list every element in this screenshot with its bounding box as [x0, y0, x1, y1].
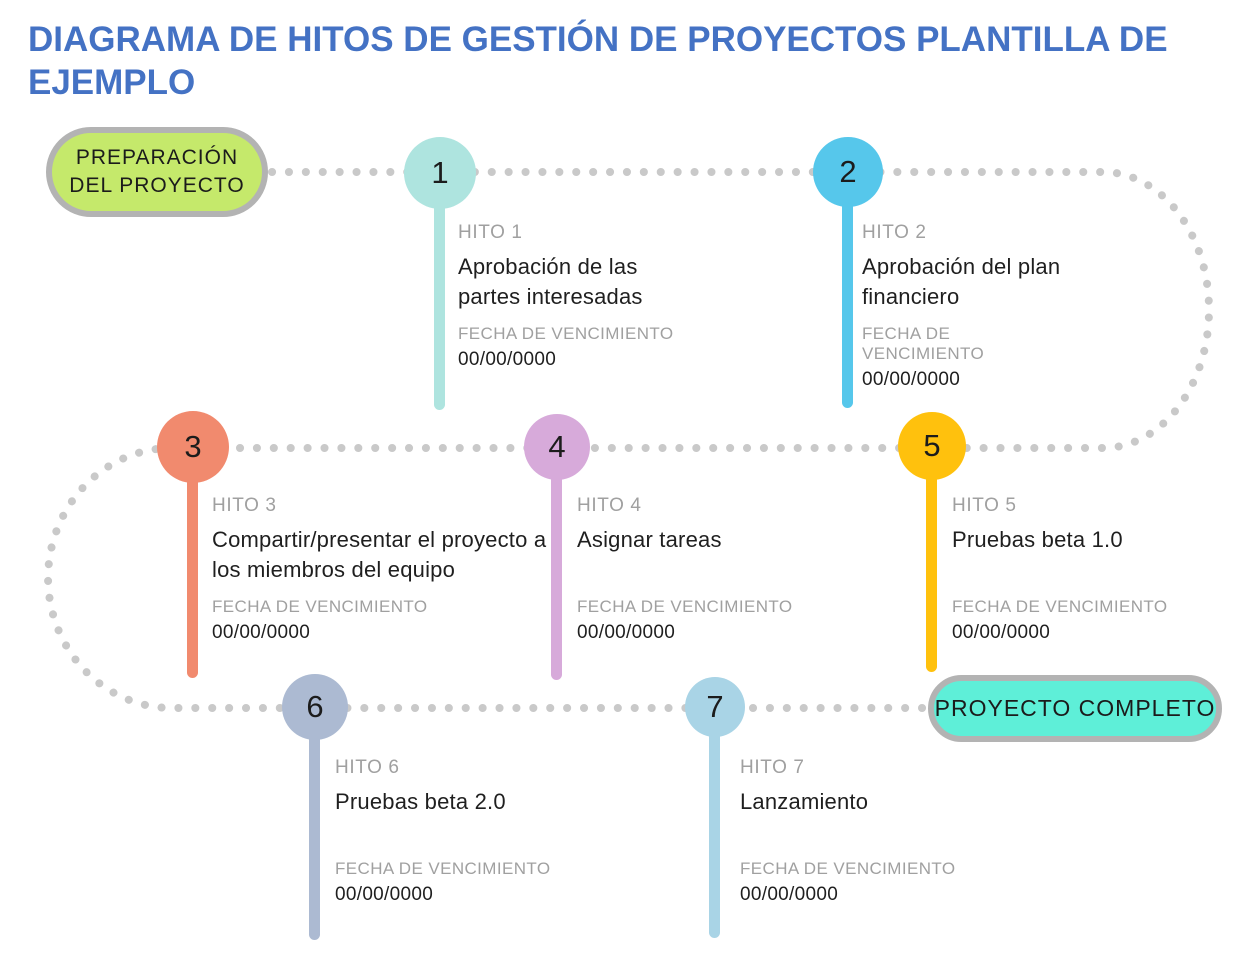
milestone-7-due-label: FECHA DE VENCIMIENTO	[740, 859, 956, 878]
milestone-7-due-date: 00/00/0000	[740, 884, 839, 905]
milestone-2-due-date: 00/00/0000	[862, 369, 961, 390]
milestone-7-description: Lanzamiento	[740, 789, 869, 814]
milestone-3-label: HITO 3	[212, 495, 277, 516]
milestone-1-due-label: FECHA DE VENCIMIENTO	[458, 324, 674, 343]
milestone-5-number: 5	[923, 428, 941, 463]
milestone-2-text: HITO 2 Aprobación del plan financiero FE…	[862, 222, 1072, 391]
milestone-3-text: HITO 3 Compartir/presentar el proyecto a…	[212, 495, 572, 644]
milestone-3-due-date: 00/00/0000	[212, 622, 311, 643]
milestone-2-circle: 2	[813, 137, 883, 207]
milestone-1-description: Aprobación de las partes interesadas	[458, 254, 643, 309]
end-badge-label: PROYECTO COMPLETO	[934, 695, 1216, 721]
milestone-4-number: 4	[548, 429, 566, 464]
milestone-6-text: HITO 6 Pruebas beta 2.0 FECHA DE VENCIMI…	[335, 757, 635, 906]
end-badge: PROYECTO COMPLETO	[928, 675, 1222, 742]
milestone-6-description: Pruebas beta 2.0	[335, 789, 506, 814]
milestone-4-text: HITO 4 Asignar tareas FECHA DE VENCIMIEN…	[577, 495, 877, 644]
milestone-3-description: Compartir/presentar el proyecto a los mi…	[212, 527, 547, 582]
milestone-5-label: HITO 5	[952, 495, 1017, 516]
page-title-line1: DIAGRAMA DE HITOS DE GESTIÓN DE PROYECTO…	[28, 20, 1168, 59]
milestone-4-label: HITO 4	[577, 495, 642, 516]
milestone-2-due-label: FECHA DE VENCIMIENTO	[862, 324, 985, 363]
milestone-5-circle: 5	[898, 412, 966, 480]
milestone-6-circle: 6	[282, 674, 348, 740]
milestone-3-circle: 3	[157, 411, 229, 483]
milestone-7-number: 7	[706, 689, 724, 724]
milestone-1-number: 1	[431, 155, 449, 190]
milestone-5-due-label: FECHA DE VENCIMIENTO	[952, 597, 1168, 616]
milestone-6-label: HITO 6	[335, 757, 400, 778]
milestone-1-text: HITO 1 Aprobación de las partes interesa…	[458, 222, 688, 371]
milestone-5-text: HITO 5 Pruebas beta 1.0 FECHA DE VENCIMI…	[952, 495, 1222, 644]
start-badge-label: PREPARACIÓN DEL PROYECTO	[69, 146, 245, 197]
dotted-connector-path	[44, 168, 1213, 712]
milestone-4-circle: 4	[524, 414, 590, 480]
milestone-1-circle: 1	[404, 137, 476, 209]
milestone-6-number: 6	[306, 689, 324, 724]
milestone-1-tail	[434, 173, 445, 410]
milestone-6-due-label: FECHA DE VENCIMIENTO	[335, 859, 551, 878]
milestone-7-label: HITO 7	[740, 757, 805, 778]
page-title: DIAGRAMA DE HITOS DE GESTIÓN DE PROYECTO…	[28, 18, 1188, 104]
milestone-7-text: HITO 7 Lanzamiento FECHA DE VENCIMIENTO …	[740, 757, 1040, 906]
milestone-3-number: 3	[184, 429, 202, 464]
milestone-7-tail	[709, 707, 720, 938]
milestone-4-tail	[551, 447, 562, 680]
milestone-4-due-label: FECHA DE VENCIMIENTO	[577, 597, 793, 616]
milestone-4-description: Asignar tareas	[577, 527, 722, 552]
milestone-5-due-date: 00/00/0000	[952, 622, 1051, 643]
milestone-6-tail	[309, 707, 320, 940]
start-badge: PREPARACIÓN DEL PROYECTO	[46, 127, 268, 217]
milestone-7-circle: 7	[685, 677, 745, 737]
milestone-2-description: Aprobación del plan financiero	[862, 254, 1061, 309]
milestone-4-due-date: 00/00/0000	[577, 622, 676, 643]
milestone-6-due-date: 00/00/0000	[335, 884, 434, 905]
milestone-5-description: Pruebas beta 1.0	[952, 527, 1123, 552]
milestone-1-due-date: 00/00/0000	[458, 349, 557, 370]
milestone-2-number: 2	[839, 154, 857, 189]
milestone-3-due-label: FECHA DE VENCIMIENTO	[212, 597, 428, 616]
milestone-2-label: HITO 2	[862, 222, 927, 243]
milestone-2-tail	[842, 172, 853, 408]
page-title-line2: EJEMPLO	[28, 63, 196, 102]
milestone-5-tail	[926, 446, 937, 672]
milestone-1-label: HITO 1	[458, 222, 523, 243]
milestone-3-tail	[187, 447, 198, 678]
